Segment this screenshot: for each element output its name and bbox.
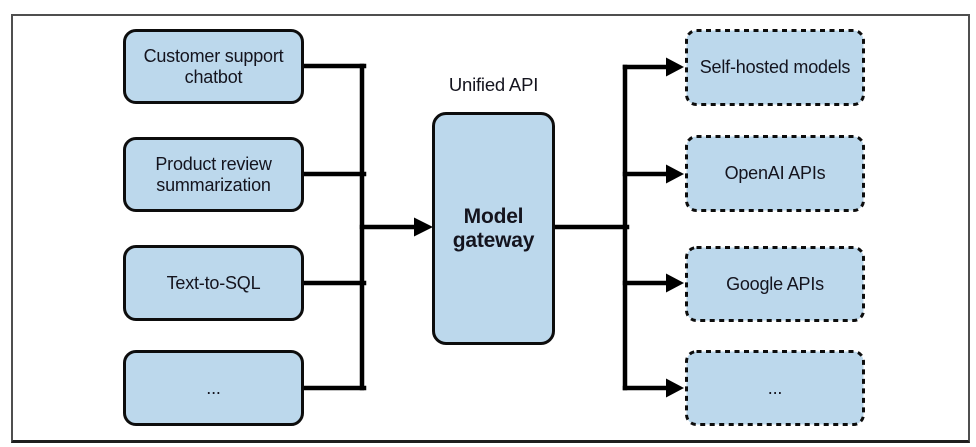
arrowhead-icon [666, 57, 684, 77]
node-openai-apis: OpenAI APIs [685, 135, 865, 212]
node-label: Product review summarization [155, 153, 272, 195]
node-label: OpenAI APIs [724, 163, 826, 184]
arrowhead-icon [666, 164, 684, 184]
right-connectors [551, 57, 684, 398]
node-self-hosted-models: Self-hosted models [685, 29, 865, 106]
unified-api-caption: Unified API [448, 74, 539, 95]
node-customer-support-chatbot: Customer support chatbot [123, 29, 304, 104]
node-label: ... [206, 377, 221, 398]
arrowhead-icon [414, 217, 433, 237]
arrowhead-icon [666, 378, 684, 398]
node-label: ... [767, 377, 783, 398]
node-label: Google APIs [726, 273, 824, 294]
arrowhead-icon [666, 273, 684, 293]
node-label: Customer support chatbot [143, 45, 284, 87]
node-product-review-summarization: Product review summarization [123, 137, 304, 212]
node-border-self-hosted [685, 29, 865, 106]
node-border-openai [685, 135, 865, 212]
node-google-apis: Google APIs [685, 246, 865, 322]
node-label: Model gateway [452, 204, 535, 252]
node-applications-ellipsis: ... [123, 350, 304, 426]
provider-node-borders [685, 29, 865, 426]
node-text-to-sql: Text-to-SQL [123, 245, 304, 321]
node-border-ellipsis [685, 350, 865, 426]
node-border-google [685, 246, 865, 322]
node-label: Self-hosted models [699, 57, 851, 78]
left-connectors [300, 63, 433, 391]
node-providers-ellipsis: ... [685, 350, 865, 426]
node-label: Text-to-SQL [166, 272, 261, 293]
node-model-gateway: Model gateway [432, 112, 555, 345]
figure-frame [11, 14, 970, 443]
